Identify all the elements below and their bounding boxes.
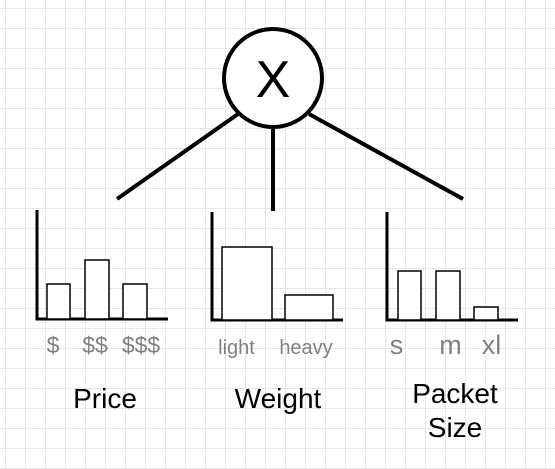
weight-title: Weight <box>234 383 322 414</box>
connector-price <box>115 112 240 201</box>
weight-category-label: light <box>218 337 255 359</box>
packet-size-chart <box>385 212 518 322</box>
price-category-label: $$ <box>82 332 108 358</box>
price-bar <box>122 283 148 320</box>
packet-size-bar <box>397 270 422 321</box>
packet-size-category-label: xl <box>481 330 502 360</box>
packet-size-category-label: s <box>389 330 404 360</box>
packet-size-category-label: m <box>439 330 462 360</box>
price-bar <box>46 283 71 320</box>
price-chart <box>35 210 168 321</box>
weight-bar <box>221 246 273 321</box>
price-category-label: $$$ <box>121 332 161 358</box>
packet-size-bar <box>473 306 499 321</box>
packet-size-title-line-2: Size <box>427 412 483 443</box>
weight-category-label: heavy <box>279 337 333 359</box>
root-label: X <box>256 51 291 109</box>
packet-size-title-line-1: Packet <box>412 378 498 409</box>
price-title: Price <box>73 383 137 414</box>
connector-packet-size <box>308 112 464 201</box>
packet-size-bar <box>435 270 461 321</box>
root-node <box>222 27 324 129</box>
price-category-label: $ <box>46 332 60 358</box>
price-bar <box>84 259 110 320</box>
weight-bar <box>284 294 334 321</box>
weight-chart <box>210 212 343 322</box>
